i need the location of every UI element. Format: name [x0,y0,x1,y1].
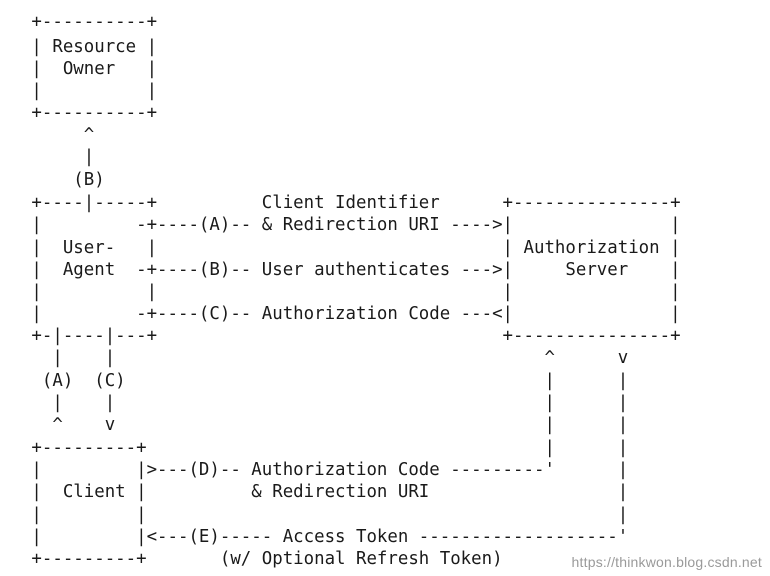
diagram-line-15: +-|----|---+ +---------------+ [0,326,681,346]
diagram-line-21: | |>---(D)-- Authorization Code --------… [0,460,629,480]
diagram-line-20: +---------+ | | [0,438,629,458]
diagram-line-23: | | | [0,505,629,525]
diagram-line-10: | -+----(A)-- & Redirection URI ---->| | [0,215,681,235]
diagram-line-12: | Agent -+----(B)-- User authenticates -… [0,260,681,280]
diagram-line-5: +----------+ [0,103,158,123]
diagram-line-1: +----------+ [0,12,158,32]
diagram-line-24: | |<---(E)----- Access Token -----------… [0,527,629,547]
diagram-line-9: +----|-----+ Client Identifier +--------… [0,193,681,213]
diagram-line-17: (A) (C) | | [0,371,629,391]
diagram-line-19: ^ v | | [0,415,629,435]
diagram-line-13: | | | | [0,282,681,302]
source-watermark: https://thinkwon.blog.csdn.net [571,554,762,570]
diagram-line-4: | | [0,81,158,101]
diagram-line-2: | Resource | [0,37,158,57]
diagram-line-16: | | ^ v [0,348,629,368]
diagram-line-7: | [0,147,95,167]
diagram-line-25: +---------+ (w/ Optional Refresh Token) [0,549,503,569]
diagram-line-3: | Owner | [0,59,158,79]
diagram-line-18: | | | | [0,393,629,413]
diagram-line-14: | -+----(C)-- Authorization Code ---<| | [0,304,681,324]
diagram-line-8: (B) [0,170,105,190]
diagram-line-6: ^ [0,125,95,145]
diagram-line-22: | Client | & Redirection URI | [0,482,629,502]
diagram-line-11: | User- | | Authorization | [0,238,681,258]
